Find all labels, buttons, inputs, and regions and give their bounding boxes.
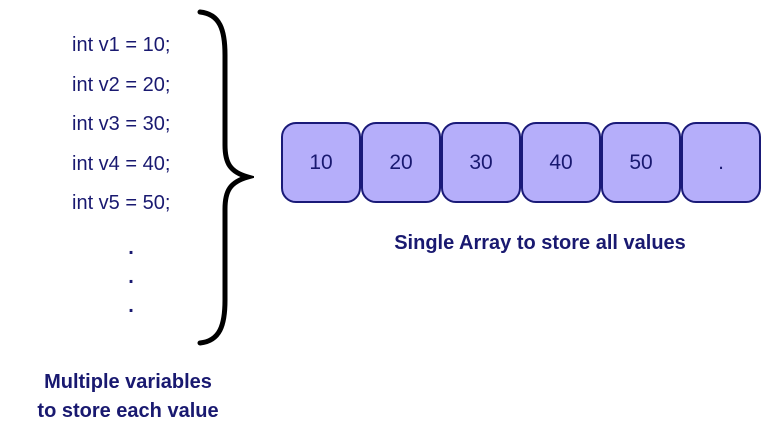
array-cell: 50 xyxy=(601,122,681,203)
array-caption: Single Array to store all values xyxy=(394,232,686,254)
ellipsis-dots: . . . xyxy=(72,234,190,321)
variable-declaration-line: int v3 = 30; xyxy=(72,113,171,135)
array-cell: . xyxy=(681,122,761,203)
variables-caption-line1: Multiple variables xyxy=(44,371,212,393)
variable-declarations: int v1 = 10; int v2 = 20; int v3 = 30; i… xyxy=(72,26,192,224)
curly-brace-right-icon xyxy=(197,9,254,346)
variable-declaration-line: int v5 = 50; xyxy=(72,192,171,214)
ellipsis-dot: . xyxy=(128,295,134,317)
variable-declaration-line: int v1 = 10; xyxy=(72,34,171,56)
array-row: 10 20 30 40 50 . xyxy=(281,122,761,203)
array-cell: 20 xyxy=(361,122,441,203)
array-cell: 30 xyxy=(441,122,521,203)
array-cell: 40 xyxy=(521,122,601,203)
variables-caption-line2: to store each value xyxy=(37,400,219,422)
variable-declaration-line: int v2 = 20; xyxy=(72,73,171,96)
array-cell: 10 xyxy=(281,122,361,203)
ellipsis-dot: . xyxy=(128,266,134,288)
variable-declaration-line: int v4 = 40; xyxy=(72,152,171,175)
variables-caption: Multiple variables to store each value xyxy=(8,368,248,426)
ellipsis-dot: . xyxy=(128,237,134,259)
